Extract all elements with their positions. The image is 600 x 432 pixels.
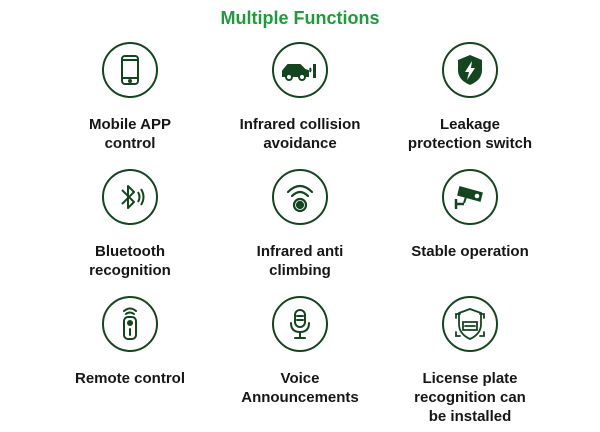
camera-icon xyxy=(442,169,498,225)
remote-control-icon xyxy=(102,296,158,352)
smartphone-icon xyxy=(102,42,158,98)
infrared-sensor-icon xyxy=(272,169,328,225)
page-title: Multiple Functions xyxy=(220,8,380,28)
feature-label: Remote control xyxy=(74,370,185,387)
bluetooth-icon xyxy=(102,169,158,225)
license-plate-icon xyxy=(442,296,498,352)
shield-bolt-icon xyxy=(442,42,498,98)
microphone-icon xyxy=(272,296,328,352)
feature-label: Stable operation xyxy=(411,243,529,260)
car-sensor-icon xyxy=(272,42,328,98)
